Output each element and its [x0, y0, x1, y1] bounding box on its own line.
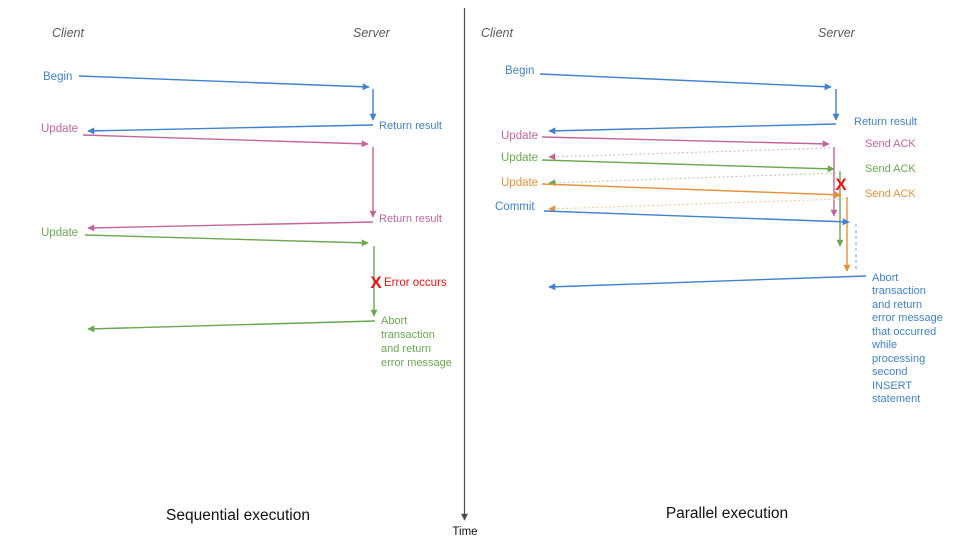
update-label: Update [501, 177, 538, 189]
error-x-mark: X [370, 273, 382, 292]
parallel-panel: Client Server Begin Return result Update… [481, 26, 943, 522]
sequential-panel: Client Server Begin Return result Update… [41, 26, 452, 524]
abort-text-line: statement [872, 393, 920, 405]
send-ack-label: Send ACK [865, 163, 916, 175]
send-ack-line [548, 198, 844, 213]
update-label: Update [501, 130, 538, 142]
update-request-line [541, 159, 835, 173]
abort-text-line: transaction [872, 285, 926, 297]
return-result-label: Return result [379, 120, 442, 132]
return-result-label: Return result [854, 116, 917, 128]
update-request-line [84, 234, 369, 247]
panel-title: Sequential execution [166, 507, 310, 524]
abort-text-line: error message [872, 312, 943, 324]
abort-text-line: transaction [381, 329, 435, 341]
abort-text-line: that occurred [872, 326, 936, 338]
commit-request-line [543, 210, 850, 226]
update-label: Update [41, 123, 78, 135]
abort-text-line: second [872, 366, 907, 378]
abort-text-line: and return [872, 299, 922, 311]
return-result-label: Return result [379, 213, 442, 225]
update-request-line [82, 134, 369, 148]
server-header: Server [353, 26, 391, 40]
abort-message-block: Abort transaction and return error messa… [381, 315, 452, 369]
send-ack-label: Send ACK [865, 138, 916, 150]
abort-text-line: error message [381, 357, 452, 369]
update-request-line [541, 183, 842, 199]
abort-text-line: INSERT [872, 380, 912, 392]
time-axis: Time [452, 8, 478, 538]
return-result-line [87, 124, 374, 135]
abort-return-line [548, 275, 867, 291]
update-request-line [541, 136, 830, 148]
begin-label: Begin [505, 65, 534, 77]
send-ack-line [548, 172, 837, 187]
send-ack-line [548, 147, 831, 161]
server-header: Server [818, 26, 856, 40]
error-occurs-label: Error occurs [384, 277, 447, 289]
abort-message-block: Abort transaction and return error messa… [871, 272, 943, 405]
return-result-line [87, 221, 374, 232]
abort-text-line: Abort [872, 272, 898, 284]
begin-label: Begin [43, 71, 72, 83]
return-result-line [548, 123, 837, 135]
send-ack-label: Send ACK [865, 188, 916, 200]
abort-text-line: processing [872, 353, 925, 365]
abort-text-line: and return [381, 343, 431, 355]
update-label: Update [41, 227, 78, 239]
update-label: Update [501, 152, 538, 164]
abort-text-line: Abort [381, 315, 407, 327]
abort-text-line: while [871, 339, 897, 351]
time-axis-label: Time [452, 526, 477, 538]
error-x-mark: X [835, 175, 847, 194]
panel-title: Parallel execution [666, 505, 788, 522]
commit-label: Commit [495, 201, 535, 213]
begin-request-line [539, 73, 832, 91]
abort-return-line [87, 320, 376, 333]
client-header: Client [52, 26, 84, 40]
begin-request-line [78, 75, 370, 91]
client-header: Client [481, 26, 513, 40]
